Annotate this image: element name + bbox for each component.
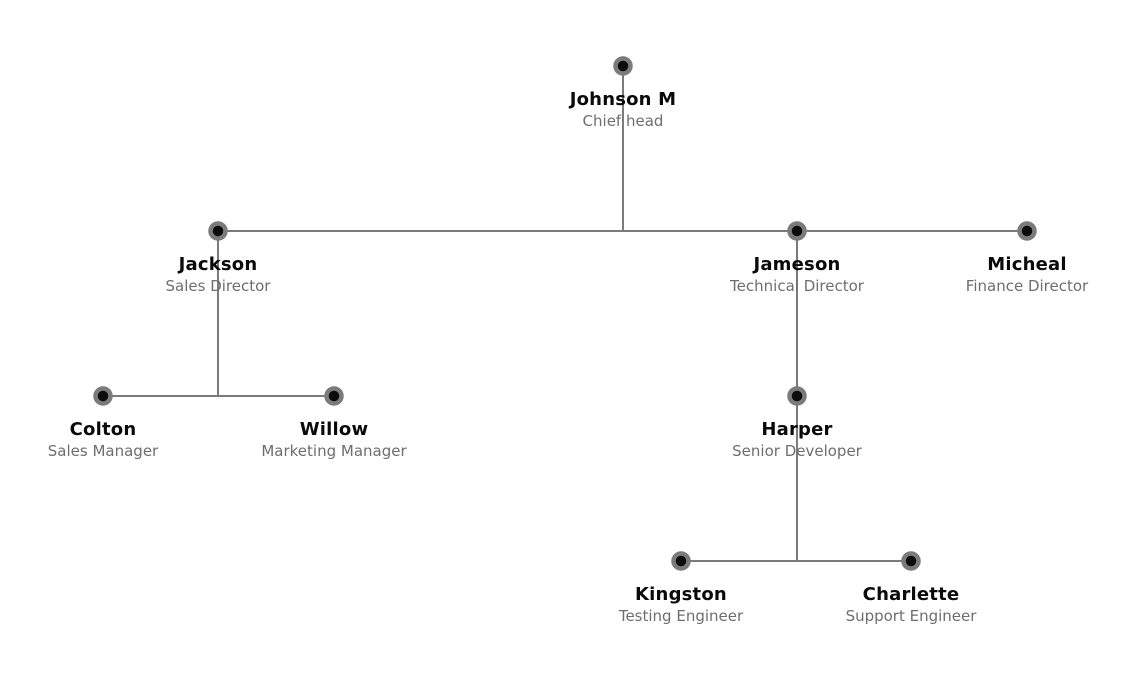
org-node-jameson[interactable] [787, 221, 807, 241]
org-node-johnson[interactable] [613, 56, 633, 76]
org-node-harper[interactable] [787, 386, 807, 406]
org-node-jackson[interactable] [208, 221, 228, 241]
org-node-colton[interactable] [93, 386, 113, 406]
org-node-micheal[interactable] [1017, 221, 1037, 241]
org-node-kingston[interactable] [671, 551, 691, 571]
org-node-charlette[interactable] [901, 551, 921, 571]
org-node-willow[interactable] [324, 386, 344, 406]
